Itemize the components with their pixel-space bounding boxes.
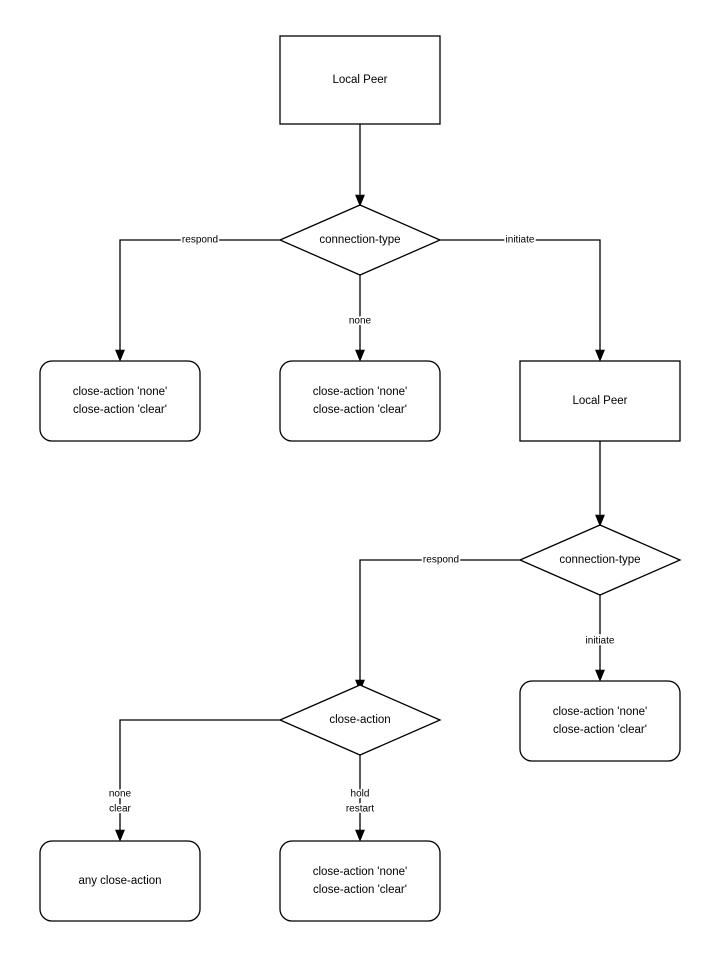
edge-respond-1 (115, 239, 280, 362)
edge-label-none-clear-line1: none (109, 789, 132, 800)
edge-respond-2 (355, 559, 520, 692)
initiate-result-2-line1: close-action 'none' (553, 706, 648, 718)
start-local-peer-box[interactable] (279, 35, 441, 125)
edge-label-none-1: none (349, 316, 372, 327)
decision-connection-type-2-diamond[interactable] (518, 524, 682, 596)
edge-label-respond-1: respond (182, 235, 218, 246)
node-start-local-peer[interactable]: Local Peer (279, 35, 441, 125)
respond-result-1-line1: close-action 'none' (73, 386, 168, 398)
edge-label-hold-restart-line2: restart (346, 804, 375, 815)
hold-restart-result-box[interactable] (279, 840, 441, 922)
edge-none-clear (115, 719, 280, 842)
none-result-1-line1: close-action 'none' (313, 386, 408, 398)
decision-close-action-label: close-action (329, 714, 390, 726)
edge-none-1 (355, 275, 365, 362)
respond-result-1-line2: close-action 'clear' (73, 404, 167, 416)
decision-connection-type-1-label: connection-type (319, 234, 400, 246)
hold-restart-result-line1: close-action 'none' (313, 866, 408, 878)
node-respond-result-1[interactable]: close-action 'none' close-action 'clear' (39, 360, 201, 442)
edge-initiate-2 (595, 595, 605, 682)
node-any-close-action-result[interactable]: any close-action (39, 840, 201, 922)
node-decision-connection-type-1[interactable]: connection-type (278, 204, 442, 276)
edge-localpeer2-to-decision2 (595, 441, 605, 527)
any-close-action-result-line1: any close-action (78, 875, 161, 887)
second-local-peer-box[interactable] (519, 360, 681, 442)
edge-label-respond-2: respond (423, 555, 459, 566)
initiate-result-2-box[interactable] (519, 680, 681, 762)
edge-initiate-1 (440, 239, 605, 362)
edge-label-initiate-2: initiate (586, 636, 615, 647)
node-second-local-peer[interactable]: Local Peer (519, 360, 681, 442)
node-none-result-1[interactable]: close-action 'none' close-action 'clear' (279, 360, 441, 442)
none-result-1-line2: close-action 'clear' (313, 404, 407, 416)
decision-connection-type-2-label: connection-type (559, 554, 640, 566)
respond-result-1-box[interactable] (39, 360, 201, 442)
decision-close-action-diamond[interactable] (278, 684, 442, 756)
node-decision-connection-type-2[interactable]: connection-type (518, 524, 682, 596)
any-close-action-result-box[interactable] (39, 840, 201, 922)
start-local-peer-label: Local Peer (333, 74, 388, 86)
second-local-peer-label: Local Peer (573, 395, 628, 407)
edge-hold-restart (355, 755, 365, 842)
edge-label-none-clear-line2: clear (109, 804, 131, 815)
edge-start-to-decision1 (355, 124, 365, 207)
none-result-1-box[interactable] (279, 360, 441, 442)
node-decision-close-action[interactable]: close-action (278, 684, 442, 756)
hold-restart-result-line2: close-action 'clear' (313, 884, 407, 896)
node-hold-restart-result[interactable]: close-action 'none' close-action 'clear' (279, 840, 441, 922)
initiate-result-2-line2: close-action 'clear' (553, 724, 647, 736)
edge-label-initiate-1: initiate (506, 235, 535, 246)
node-initiate-result-2[interactable]: close-action 'none' close-action 'clear' (519, 680, 681, 762)
decision-connection-type-1-diamond[interactable] (278, 204, 442, 276)
edge-label-hold-restart-line1: hold (351, 789, 370, 800)
